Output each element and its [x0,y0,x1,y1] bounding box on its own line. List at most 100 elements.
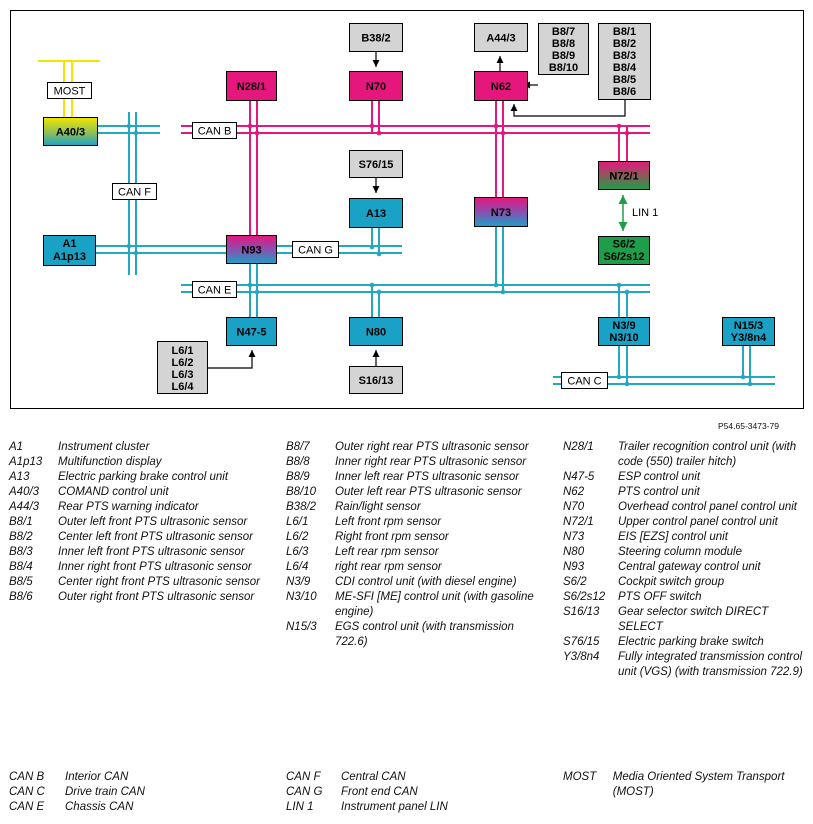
legend-code: A44/3 [9,501,40,513]
diagram-frame [10,10,804,409]
legend-code: S6/2s12 [563,591,606,603]
signal-arrows [198,52,626,369]
legend-description: Outer left rear PTS ultrasonic sensor [335,486,522,498]
legend-description: EGS control unit (with transmission 722.… [335,621,514,648]
node-n47-5: N47-5 [226,317,277,346]
svg-text:N3/9: N3/9 [612,320,635,332]
legend-description: Gear selector switch DIRECT SELECT [618,606,769,633]
legend-code: B8/4 [9,561,33,573]
svg-text:B8/1: B8/1 [613,26,636,38]
svg-text:A13: A13 [366,208,386,220]
svg-text:CAN G: CAN G [298,245,333,257]
legend-code: L6/3 [286,546,309,558]
node-n15-3: N15/3 Y3/8n4 [722,317,775,346]
network-diagram: MOST CAN B CAN F CAN G CAN E CAN C LIN 1… [10,10,804,409]
legend-item: B8/5 Center right front PTS ultrasonic se… [9,575,277,590]
svg-text:N15/3: N15/3 [734,320,763,332]
svg-text:N62: N62 [491,81,511,93]
legend-code: S76/15 [563,636,600,648]
svg-text:CAN E: CAN E [198,285,232,297]
legend-code: CAN C [9,786,45,798]
can-b-bus-lines [181,100,650,236]
legend-item: A13 Electric parking brake control unit [9,470,277,485]
legend-description: Electric parking brake control unit [58,471,229,483]
legend-code: B8/9 [286,471,310,483]
can-c-label: CAN C [561,372,608,389]
svg-text:B8/4: B8/4 [613,62,637,74]
svg-text:L6/1: L6/1 [171,345,193,357]
legend-code: B8/2 [9,531,33,543]
legend-description: Inner left front PTS ultrasonic sensor [58,546,245,558]
legend-description: Center right front PTS ultrasonic sensor [58,576,260,588]
node-b38-2: B38/2 [349,23,403,52]
node-n72-1: N72/1 [598,161,650,190]
node-l6-sensors: L6/1 L6/2 L6/3 L6/4 [157,341,208,394]
legend-description: Right front rpm sensor [335,531,449,543]
legend-description: Instrument cluster [58,441,150,453]
legend-description: Inner right front PTS ultrasonic sensor [58,561,252,573]
legend-code: A13 [9,471,30,483]
node-n93: N93 [226,235,277,264]
legend-description: Outer right rear PTS ultrasonic sensor [335,441,529,453]
svg-text:L6/4: L6/4 [171,381,194,393]
legend-code: A40/3 [9,486,40,498]
legend-code: N72/1 [563,516,594,528]
node-b8-rear-sensors: B8/7 B8/8 B8/9 B8/10 [538,23,589,75]
legend-item: B8/4 Inner right front PTS ultrasonic sen… [9,560,277,575]
junction-dots-can-b [247,123,630,136]
svg-text:N28/1: N28/1 [237,81,266,93]
node-n28-1: N28/1 [226,71,277,101]
legend-description: Chassis CAN [65,801,134,813]
legend-description: Front end CAN [341,786,418,798]
svg-text:A1p13: A1p13 [53,251,86,263]
bus-legend-item: CAN C Drive train CAN [9,785,269,800]
svg-text:B8/5: B8/5 [613,74,636,86]
legend-code: B8/7 [286,441,310,453]
legend-code: S16/13 [563,606,600,618]
svg-text:A40/3: A40/3 [56,127,85,139]
svg-text:B38/2: B38/2 [361,33,390,45]
legend-description: Cockpit switch group [618,576,725,588]
legend-code: B8/5 [9,576,33,588]
legend-description: Inner left rear PTS ultrasonic sensor [335,471,520,483]
legend-code: B8/6 [9,591,33,603]
svg-text:B8/9: B8/9 [552,50,575,62]
legend-description: Fully integrated transmission control un… [618,651,803,678]
can-f-label: CAN F [112,183,157,200]
svg-text:MOST: MOST [54,86,86,98]
legend-code: N3/9 [286,576,311,588]
node-n80: N80 [349,317,403,346]
svg-text:CAN F: CAN F [118,187,151,199]
figure-reference: P54.65-3473-79 [718,421,779,431]
legend-code: N3/10 [286,591,317,603]
svg-text:S6/2: S6/2 [613,239,636,251]
svg-text:B8/7: B8/7 [552,26,575,38]
legend-description: Drive train CAN [65,786,145,798]
legend-code: N73 [563,531,585,543]
svg-text:S16/13: S16/13 [359,375,394,387]
legend-description: EIS [EZS] control unit [618,531,728,543]
svg-text:N80: N80 [366,327,386,339]
